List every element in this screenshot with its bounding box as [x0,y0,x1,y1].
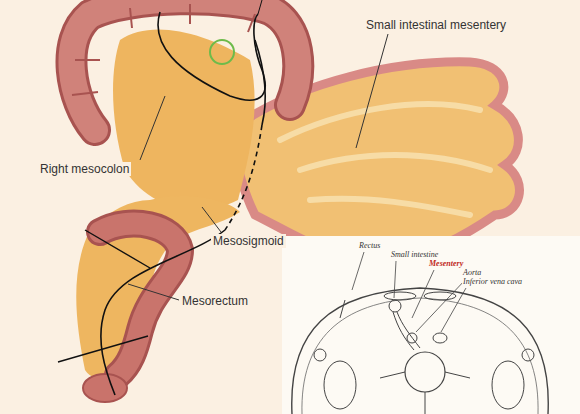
leader-line [258,0,262,14]
colon-section [522,349,534,361]
mark [340,300,345,318]
mesentery [393,312,420,350]
inferior-vena-cava [433,333,447,343]
vertebra-processes [380,372,470,414]
rectum [83,374,127,402]
haustra [72,4,255,95]
colon [71,0,298,130]
vertebra [405,352,445,392]
inset-ground [282,236,580,414]
part-label: Small intestine [390,251,439,259]
part-label: Small intestinal mesentery [364,18,508,32]
colon-outline [71,0,298,130]
mesentery-root [101,230,225,395]
body-wall-inner [302,298,538,414]
mesentery-root [255,40,265,125]
rectus-muscle [384,292,416,300]
mesosigmoid-mesorectum [76,196,240,381]
mesentery-root-dashed [225,125,262,230]
part-label: Mesentery [428,260,464,268]
outline-loop [158,12,265,100]
part-label: Mesosigmoid [211,234,286,248]
leader-line [352,252,466,332]
kidney [324,361,356,409]
small-intestinal-mesentery [230,62,519,260]
small-intestine [389,300,401,312]
highlight-circle [210,40,234,64]
part-label: Mesorectum [180,294,250,308]
kidney [492,361,524,409]
part-label: Inferior vena cava [462,278,523,286]
body-wall [292,288,549,414]
mesentery-sheen [280,104,490,215]
colon-section [314,349,326,361]
right-mesocolon [113,30,255,210]
part-label: Aorta [462,269,482,277]
part-label: Rectus [358,242,381,250]
part-label: Right mesocolon [38,162,131,176]
rectus-muscle [424,292,456,300]
aorta [407,333,417,343]
boundary-line [58,230,150,362]
